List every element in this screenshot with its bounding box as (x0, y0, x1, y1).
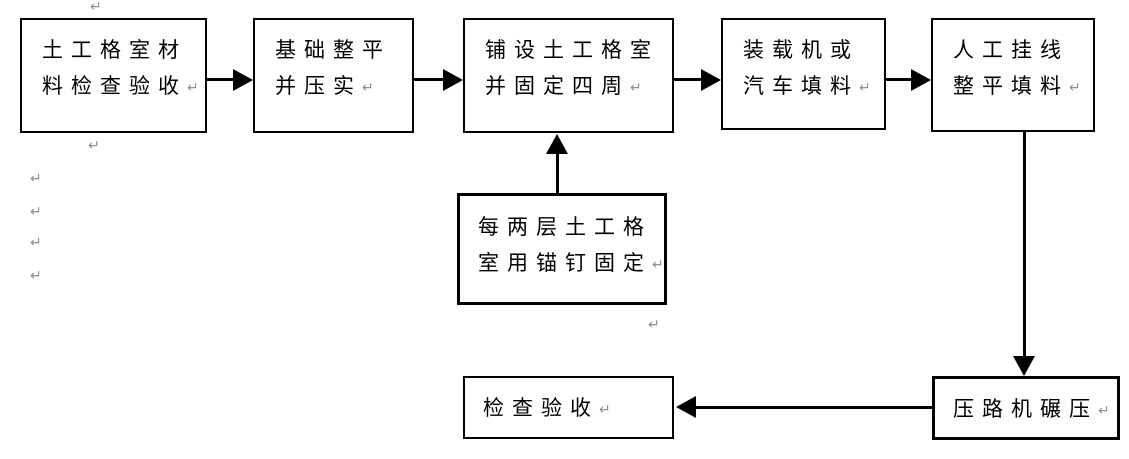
return-mark-icon: ↵ (652, 257, 664, 273)
box-text-line: 人工挂线 (953, 38, 1069, 62)
box-text-line: 装载机或 (743, 38, 859, 62)
arrow-line (207, 78, 235, 81)
return-mark-icon: ↵ (30, 235, 42, 251)
flow-box-roller-compaction: 压路机碾压↵ (932, 376, 1120, 440)
arrowhead-right-icon (701, 69, 721, 91)
box-text-line: 基础整平 (275, 38, 391, 62)
box-text-line: 并固定四周 (485, 74, 630, 98)
return-mark-icon: ↵ (630, 80, 642, 96)
flow-box-foundation-leveling: 基础整平 并压实↵ (253, 18, 414, 133)
flow-box-manual-leveling: 人工挂线 整平填料↵ (931, 18, 1095, 132)
box-text-line: 每两层土工格 (478, 215, 652, 239)
box-text-line: 铺设土工格室 (485, 38, 659, 62)
return-mark-icon: ↵ (90, 0, 102, 15)
return-mark-icon: ↵ (30, 171, 42, 187)
return-mark-icon: ↵ (1098, 403, 1110, 419)
arrow-line (886, 78, 913, 81)
return-mark-icon: ↵ (30, 268, 42, 284)
arrow-line (1023, 132, 1026, 358)
arrowhead-down-icon (1013, 356, 1035, 376)
return-mark-icon: ↵ (1069, 80, 1081, 96)
flow-box-anchor-fixing: 每两层土工格 室用锚钉固定↵ (457, 193, 667, 305)
return-mark-icon: ↵ (362, 80, 374, 96)
box-text-line: 压路机碾压 (953, 397, 1098, 421)
return-mark-icon: ↵ (30, 204, 42, 220)
return-mark-icon: ↵ (187, 80, 199, 96)
box-text-line: 料检查验收 (42, 74, 187, 98)
flow-box-inspection-acceptance: 检查验收↵ (463, 376, 674, 439)
arrowhead-left-icon (676, 396, 696, 418)
box-text-line: 汽车填料 (743, 74, 859, 98)
return-mark-icon: ↵ (88, 138, 100, 154)
return-mark-icon: ↵ (859, 80, 871, 96)
box-text-line: 检查验收 (483, 396, 599, 420)
arrow-line (556, 150, 559, 193)
box-text-line: 整平填料 (953, 74, 1069, 98)
arrowhead-up-icon (546, 134, 568, 154)
arrow-line (414, 78, 445, 81)
flow-box-geocell-laying: 铺设土工格室 并固定四周↵ (463, 18, 674, 133)
flow-box-loader-filling: 装载机或 汽车填料↵ (721, 18, 886, 130)
box-text-line: 土工格室材 (42, 38, 187, 62)
arrowhead-right-icon (443, 69, 463, 91)
arrow-line (694, 406, 932, 409)
flow-box-material-inspection: 土工格室材 料检查验收↵ (20, 18, 207, 133)
return-mark-icon: ↵ (648, 317, 660, 333)
arrowhead-right-icon (233, 69, 253, 91)
arrow-line (674, 78, 703, 81)
arrowhead-right-icon (911, 69, 931, 91)
box-text-line: 室用锚钉固定 (478, 251, 652, 275)
box-text-line: 并压实 (275, 74, 362, 98)
return-mark-icon: ↵ (599, 402, 611, 418)
